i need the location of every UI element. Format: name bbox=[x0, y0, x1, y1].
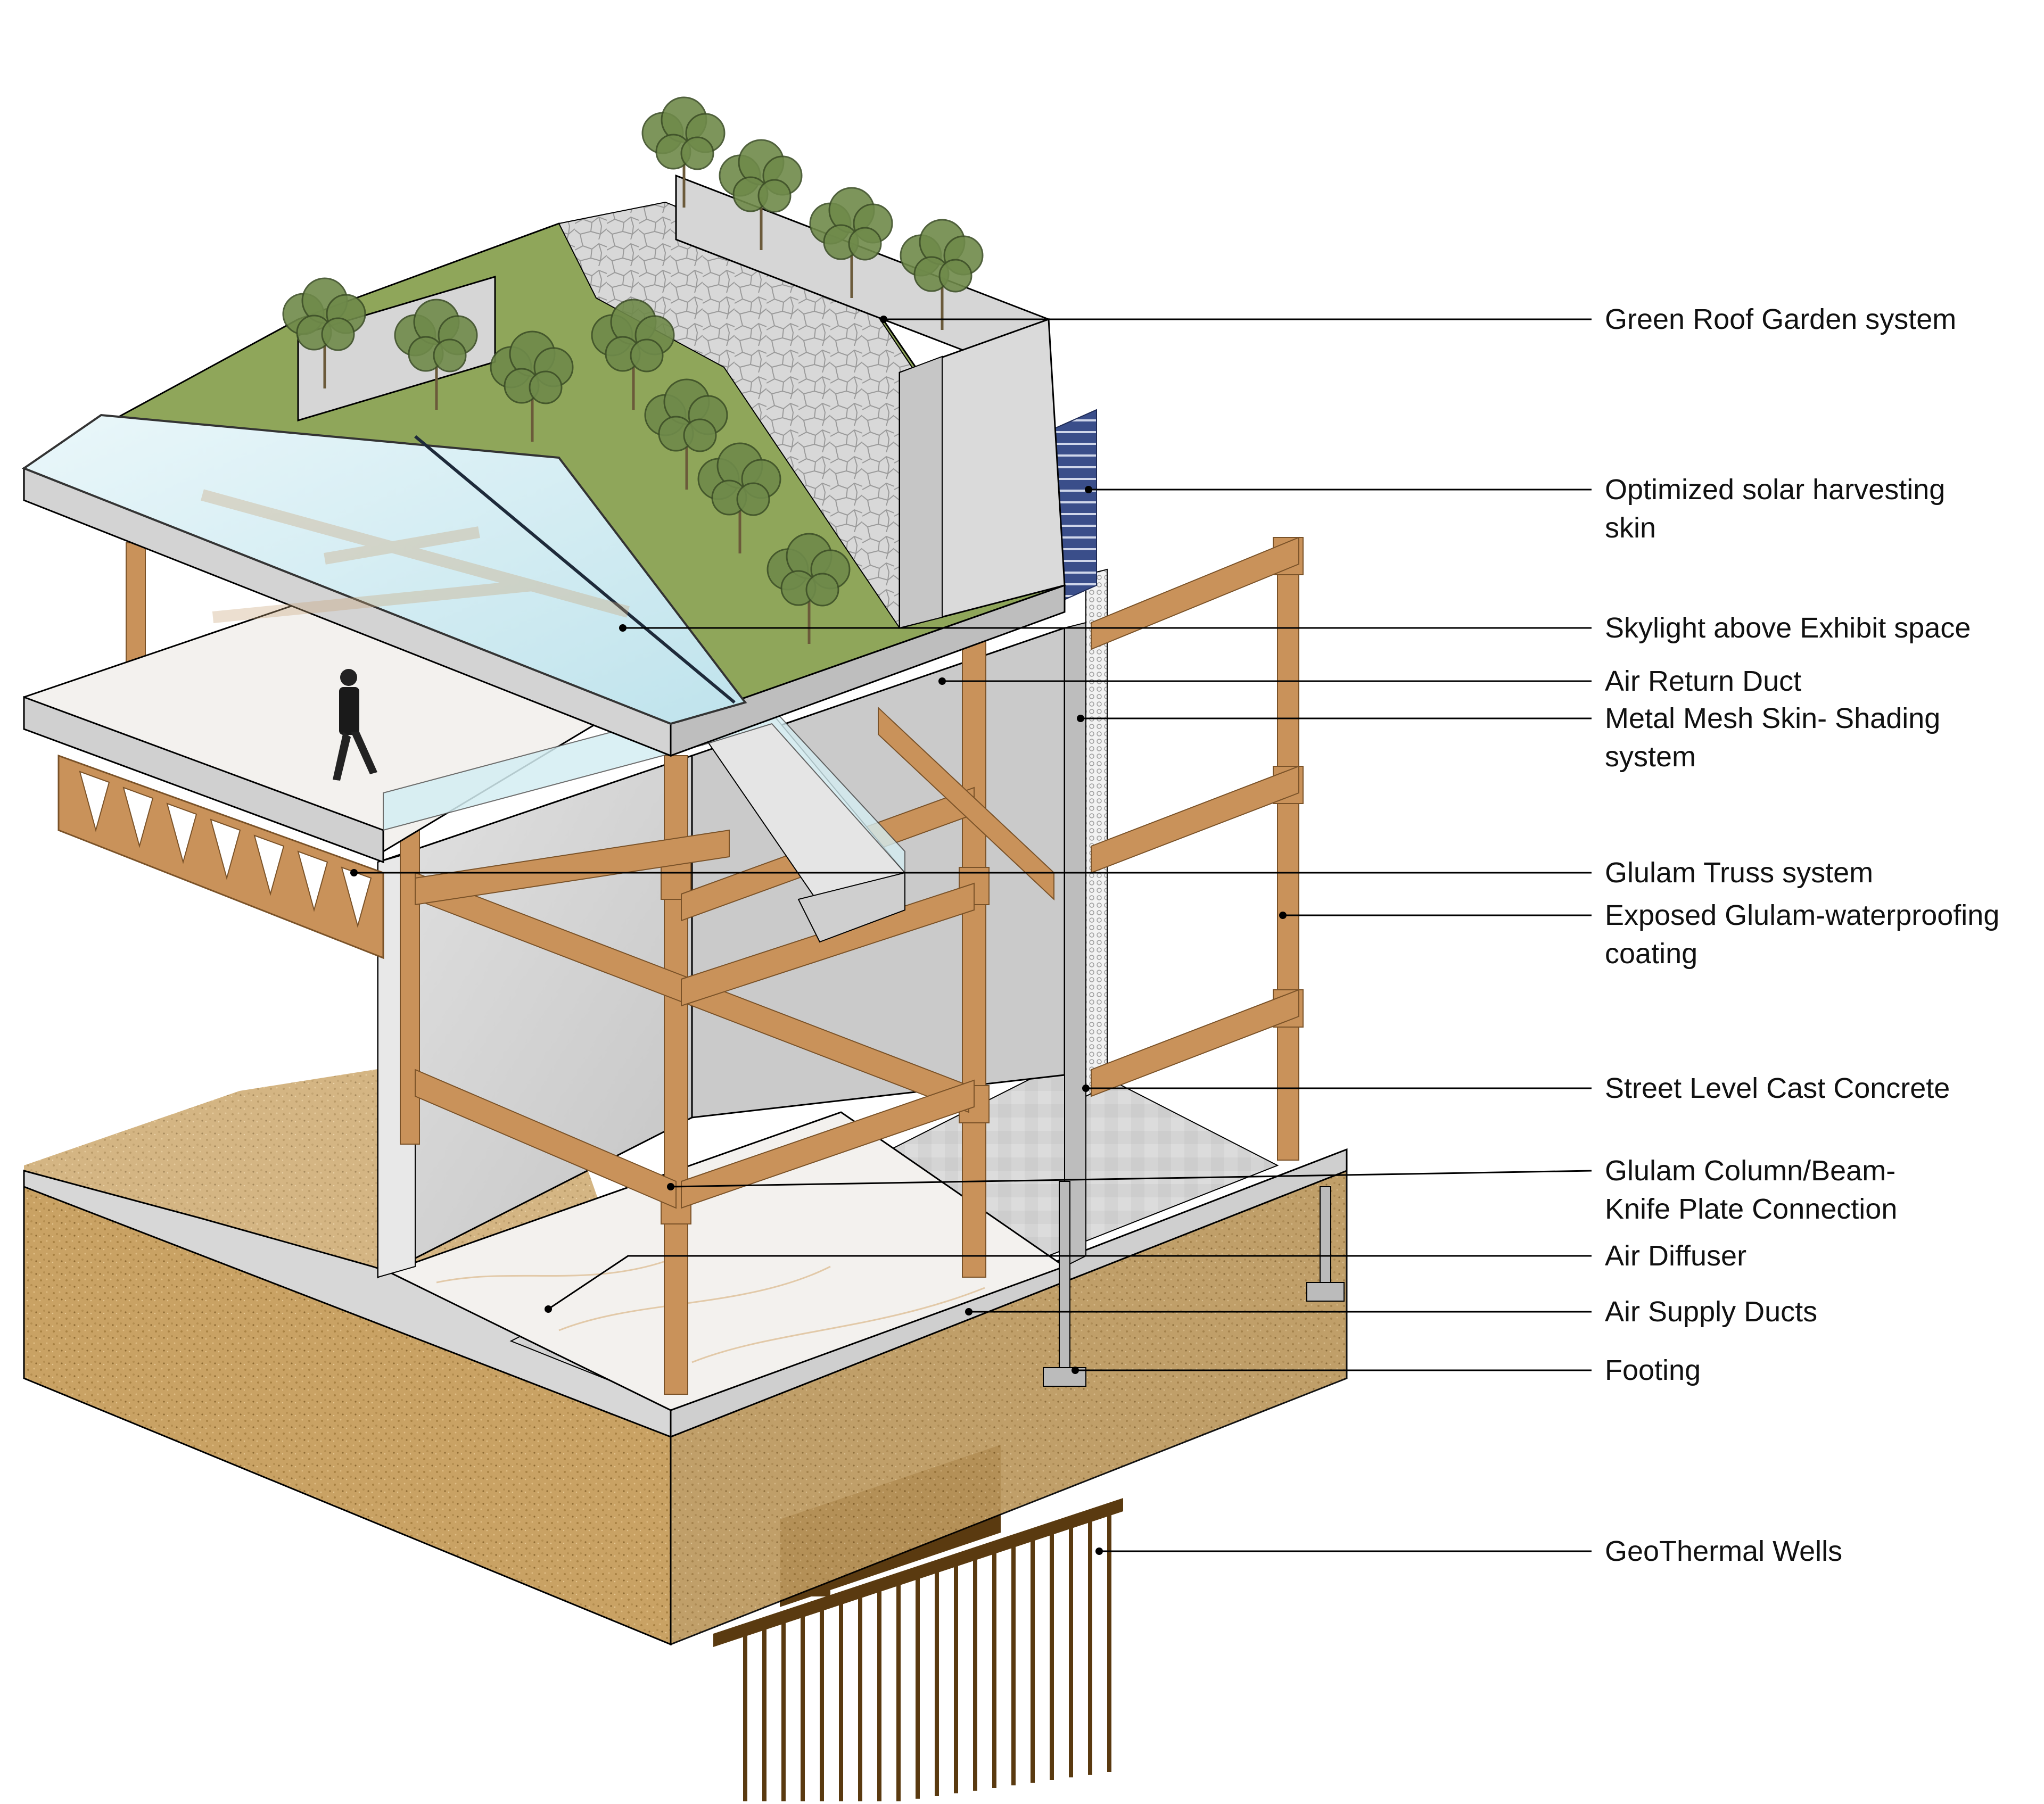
tree-icon bbox=[490, 330, 574, 442]
tree-icon bbox=[767, 533, 851, 644]
callout-geothermal: GeoThermal Wells bbox=[1605, 1535, 1842, 1567]
leader-dot-air-return bbox=[938, 677, 946, 685]
callout-footing: Footing bbox=[1605, 1354, 1701, 1386]
footing bbox=[1043, 1181, 1345, 1387]
callout-line: Metal Mesh Skin- Shading bbox=[1605, 702, 1940, 734]
glulam-frame bbox=[126, 536, 1304, 1395]
callout-metal-mesh: Metal Mesh Skin- Shading system bbox=[1605, 702, 1940, 773]
tree-icon bbox=[591, 299, 675, 410]
tree-icon bbox=[641, 96, 726, 208]
callout-line: Glulam Truss system bbox=[1605, 857, 1873, 889]
callout-air-supply: Air Supply Ducts bbox=[1605, 1296, 1817, 1328]
callout-green-roof: Green Roof Garden system bbox=[1605, 303, 1956, 335]
tree-icon bbox=[282, 277, 366, 388]
callout-line: Green Roof Garden system bbox=[1605, 303, 1956, 335]
person-icon bbox=[333, 669, 377, 781]
tree-icon bbox=[644, 378, 728, 490]
leader-lines bbox=[350, 316, 1592, 1555]
leader-dot-exposed-glulam bbox=[1279, 912, 1287, 919]
callout-knife-plate: Glulam Column/Beam- Knife Plate Connectio… bbox=[1605, 1155, 1897, 1225]
callout-glulam-truss: Glulam Truss system bbox=[1605, 857, 1873, 889]
callout-line: coating bbox=[1605, 938, 1697, 970]
tree-icon bbox=[900, 219, 984, 330]
tree-icon bbox=[282, 96, 984, 644]
callout-line: Street Level Cast Concrete bbox=[1605, 1072, 1950, 1104]
callout-line: Air Supply Ducts bbox=[1605, 1296, 1817, 1328]
callout-line: GeoThermal Wells bbox=[1605, 1535, 1842, 1567]
callout-exposed-glulam: Exposed Glulam-waterproofing coating bbox=[1605, 899, 1999, 970]
callout-solar-skin: Optimized solar harvesting skin bbox=[1605, 474, 1945, 544]
soil-block bbox=[23, 1169, 1348, 1646]
callout-line: Air Return Duct bbox=[1605, 665, 1801, 697]
callout-line: Knife Plate Connection bbox=[1605, 1193, 1897, 1225]
callout-line: Glulam Column/Beam- bbox=[1605, 1155, 1895, 1187]
callout-line: Skylight above Exhibit space bbox=[1605, 612, 1971, 644]
leader-dot-knife-plate bbox=[667, 1183, 674, 1190]
leader-dot-air-diffuser bbox=[545, 1305, 552, 1313]
callout-line: skin bbox=[1605, 512, 1656, 544]
tree-icon bbox=[394, 299, 478, 410]
leader-dot-street-concrete bbox=[1082, 1085, 1090, 1092]
tree-icon bbox=[697, 442, 781, 553]
leader-dot-skylight bbox=[619, 624, 627, 632]
callout-line: Exposed Glulam-waterproofing bbox=[1605, 899, 1999, 931]
callout-line: Optimized solar harvesting bbox=[1605, 474, 1945, 506]
leader-dot-green-roof bbox=[880, 316, 887, 323]
callout-air-diffuser: Air Diffuser bbox=[1605, 1240, 1746, 1272]
leader-dot-geothermal bbox=[1095, 1548, 1103, 1555]
callout-line: Air Diffuser bbox=[1605, 1240, 1746, 1272]
leader-knife-plate bbox=[670, 1170, 1592, 1188]
callout-line: system bbox=[1605, 741, 1696, 773]
callout-line: Footing bbox=[1605, 1354, 1701, 1386]
callout-air-return: Air Return Duct bbox=[1605, 665, 1801, 697]
leader-dot-air-supply bbox=[965, 1308, 972, 1315]
leader-dot-solar-skin bbox=[1085, 486, 1092, 493]
leader-dot-glulam-truss bbox=[350, 869, 358, 876]
leader-dot-metal-mesh bbox=[1077, 715, 1084, 722]
tree-icon bbox=[719, 139, 803, 250]
callout-street-concrete: Street Level Cast Concrete bbox=[1605, 1072, 1950, 1104]
leader-air-diffuser bbox=[548, 1255, 1592, 1310]
callout-skylight: Skylight above Exhibit space bbox=[1605, 612, 1971, 644]
leader-dot-footing bbox=[1072, 1367, 1079, 1374]
tree-icon bbox=[809, 187, 893, 298]
